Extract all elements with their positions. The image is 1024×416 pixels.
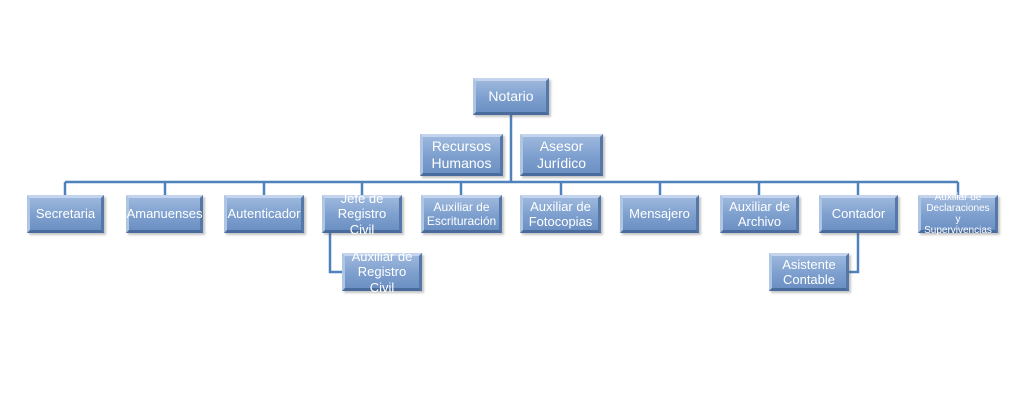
mensajero-box: Mensajero [620, 195, 699, 233]
auxiliar-archivo-label: Auxiliar de Archivo [729, 198, 790, 229]
auxiliar-escrituracion-label: Auxiliar de Escrituración [426, 199, 497, 228]
contador-label: Contador [831, 206, 886, 222]
auxiliar-registro-civil-label: Auxiliar de Registro Civil [351, 249, 413, 295]
auxiliar-declaraciones-box: Auxiliar de Declaraciones y Supervivenci… [918, 192, 998, 236]
notario-label: Notario [488, 88, 534, 105]
recursos-humanos-box: Recursos Humanos [420, 134, 503, 176]
recursos-humanos-label: Recursos Humanos [431, 138, 492, 171]
secretaria-label: Secretaria [35, 206, 96, 222]
jefe-registro-civil-label: Jefe de Registro Civil [337, 191, 387, 237]
auxiliar-fotocopias-box: Auxiliar de Fotocopias [520, 195, 601, 233]
auxiliar-archivo-box: Auxiliar de Archivo [720, 195, 799, 233]
asesor-juridico-box: Asesor Jurídico [520, 134, 603, 176]
secretaria-box: Secretaria [27, 195, 104, 233]
amanuenses-box: Amanuenses [126, 195, 203, 233]
contador-box: Contador [819, 195, 898, 233]
auxiliar-fotocopias-label: Auxiliar de Fotocopias [528, 198, 593, 229]
asistente-contable-box: Asistente Contable [769, 253, 849, 291]
auxiliar-declaraciones-label: Auxiliar de Declaraciones y Supervivenci… [924, 192, 992, 236]
autenticador-label: Autenticador [227, 206, 301, 222]
asesor-juridico-label: Asesor Jurídico [536, 138, 587, 171]
amanuenses-label: Amanuenses [126, 206, 203, 222]
asistente-contable-label: Asistente Contable [782, 256, 836, 287]
auxiliar-registro-civil-box: Auxiliar de Registro Civil [342, 249, 422, 295]
auxiliar-escrituracion-box: Auxiliar de Escrituración [421, 195, 502, 233]
notario-box: Notario [473, 78, 549, 115]
mensajero-label: Mensajero [629, 206, 690, 222]
autenticador-box: Autenticador [224, 195, 304, 233]
jefe-registro-civil-box: Jefe de Registro Civil [322, 191, 402, 237]
